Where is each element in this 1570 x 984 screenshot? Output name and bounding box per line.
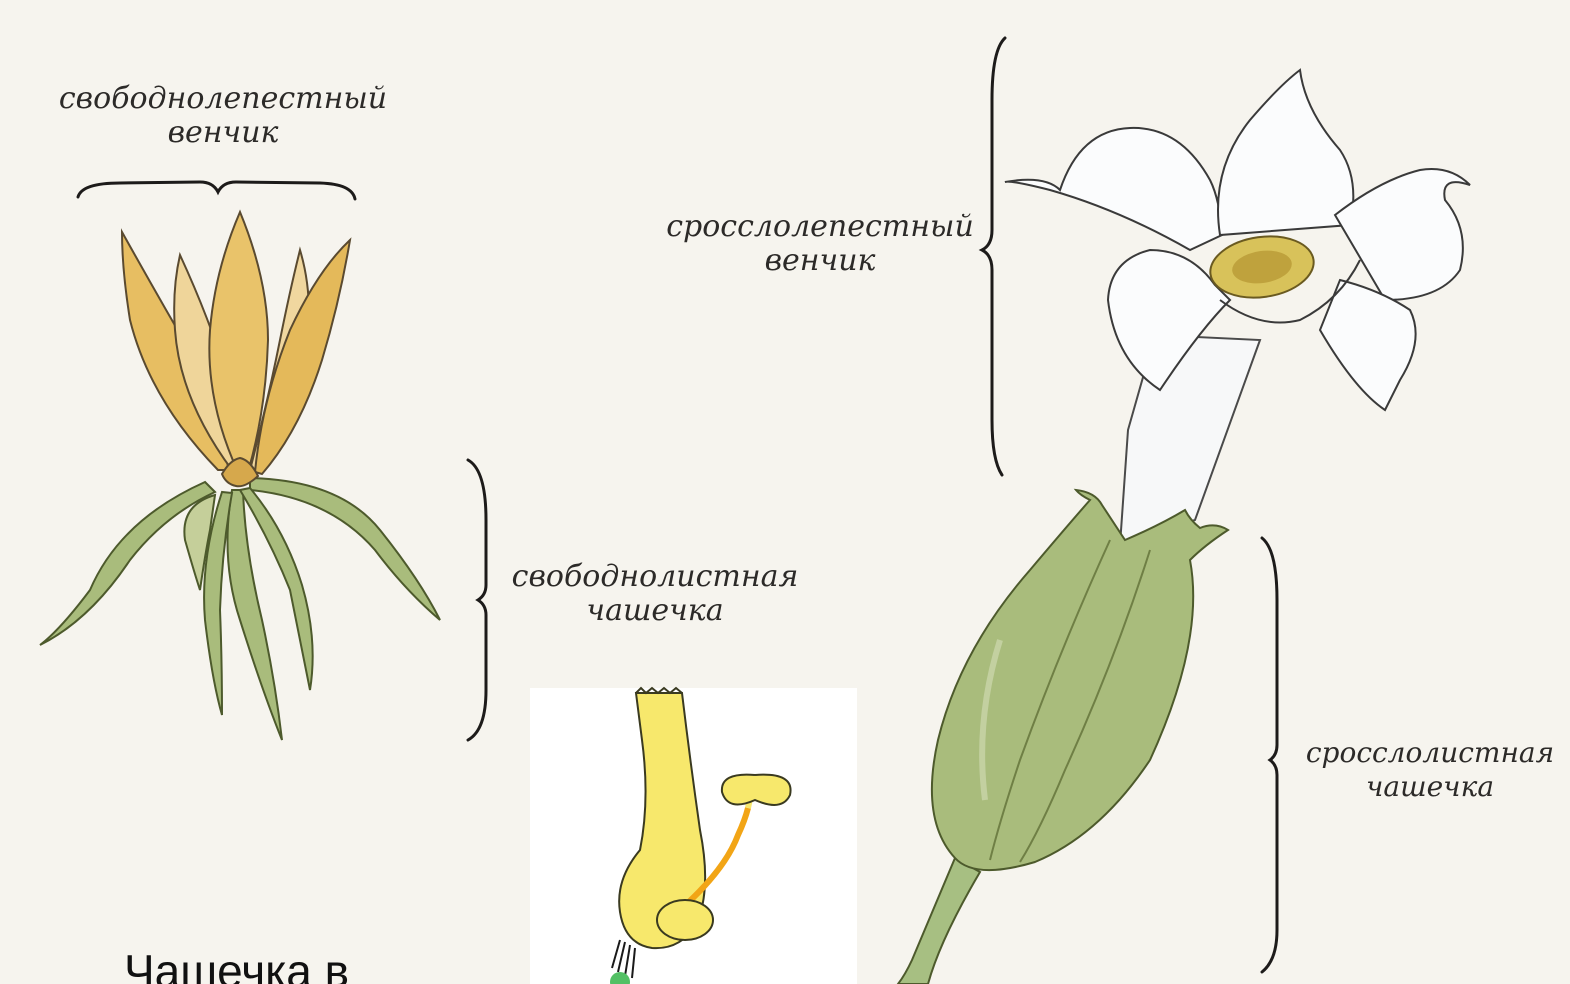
inset-stigma [722,775,791,805]
inset-ovary [657,900,713,940]
bracket-fused-calyx [1262,538,1277,972]
stem [898,858,980,984]
label-fused-corolla: сросслолепестный венчик [660,210,980,278]
caption-text: Чашечка в [124,944,349,984]
bracket-free-corolla [78,182,355,199]
label-fused-calyx-line1: сросслолистная [1290,736,1570,770]
label-fused-calyx: сросслолистная чашечка [1290,736,1570,804]
inset-diagram [530,688,857,984]
label-free-calyx-line1: свободнолистная [495,560,815,594]
bracket-fused-corolla [982,38,1005,475]
free-sepals [40,478,440,740]
label-free-calyx-line2: чашечка [495,594,815,628]
label-fused-calyx-line2: чашечка [1290,770,1570,804]
fused-petal-flower [898,70,1470,984]
label-free-corolla: свободнолепестный венчик [48,82,398,150]
bracket-free-calyx [468,460,486,740]
label-free-corolla-line1: свободнолепестный [48,82,398,116]
free-petals [122,212,350,486]
label-fused-corolla-line1: сросслолепестный [660,210,980,244]
fused-calyx [932,490,1228,870]
label-free-corolla-line2: венчик [48,116,398,150]
label-fused-corolla-line2: венчик [660,244,980,278]
free-petal-flower [40,212,440,740]
label-free-calyx: свободнолистная чашечка [495,560,815,628]
